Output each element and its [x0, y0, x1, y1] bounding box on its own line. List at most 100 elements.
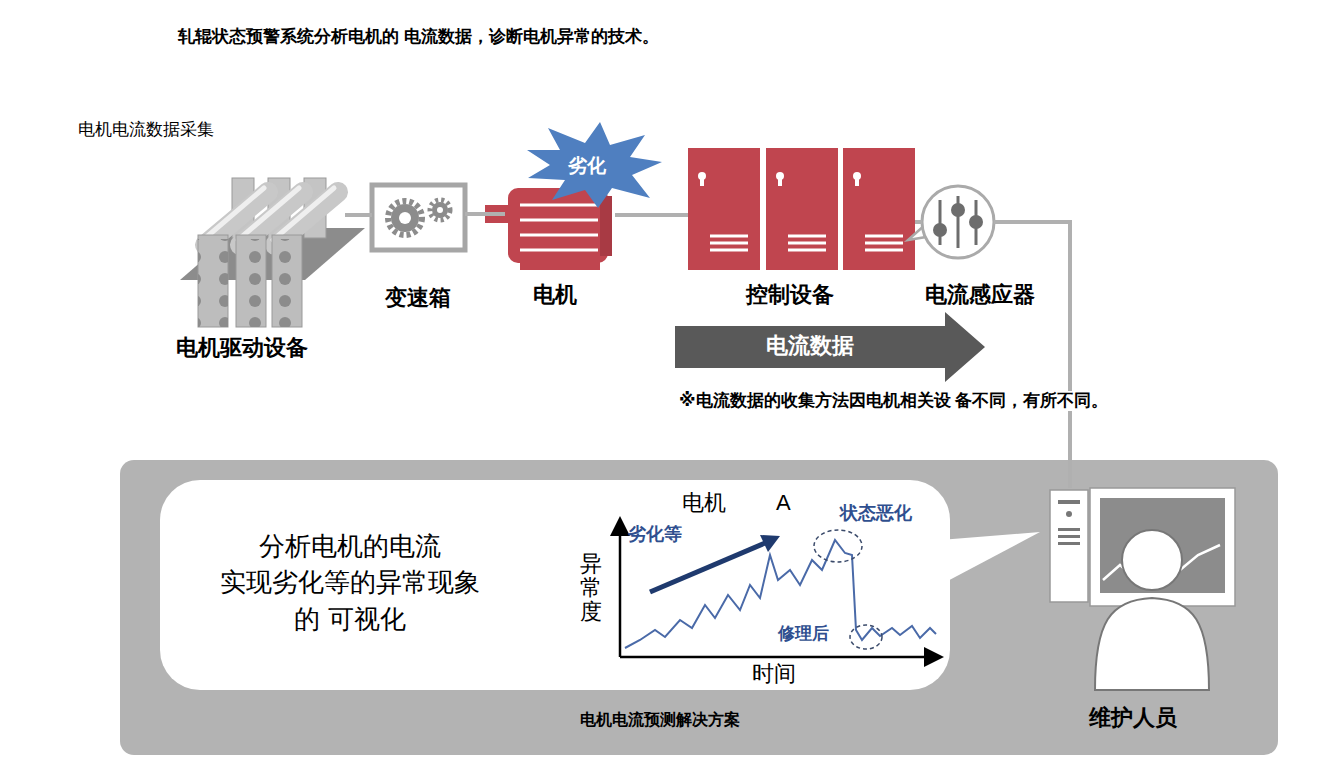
- roller-drive-illustration-part: [273, 188, 334, 240]
- control-cabinet-illustration-part-part: [865, 249, 903, 252]
- trend-label: 劣化等: [628, 524, 682, 546]
- computer-illustration: [1050, 488, 1235, 606]
- drive-equipment: 电机驱动设备: [180, 170, 345, 330]
- solution-panel-part: [120, 460, 1278, 755]
- speech-bubble: 分析电机的电流 实现劣化等的异常现象 的 可视化: [160, 480, 950, 690]
- anomaly-chart-part: [625, 540, 936, 648]
- roller-drive-illustration: [180, 178, 365, 327]
- control-cabinet-illustration-part: [855, 176, 859, 186]
- node-label: 变速箱: [383, 285, 453, 311]
- annotation: 修理后: [778, 624, 829, 644]
- motor-illustration-part: [520, 204, 598, 207]
- node-label: 电机驱动设备: [174, 335, 310, 361]
- control-cabinet-illustration-part: [710, 236, 903, 250]
- anomaly-chart-part: [760, 535, 780, 552]
- roller-drive-illustration-part: [198, 239, 228, 327]
- computer-illustration-part: [1180, 545, 1220, 570]
- page-title: 轧辊状态预警系统分析电机的 电流数据，诊断电机异常的技术。: [175, 27, 662, 47]
- anomaly-chart-part: [814, 530, 862, 562]
- control-cabinet-illustration-part-part: [788, 249, 826, 252]
- current-sensor-illustration-part-part: [939, 200, 942, 245]
- motor: 电机: [505, 182, 615, 272]
- signal-line: [915, 220, 922, 224]
- gearbox-illustration-part: [437, 207, 443, 213]
- speech-bubble-part: [940, 532, 1040, 585]
- degradation-burst-part: [527, 122, 662, 208]
- speech-bubble: [160, 480, 1040, 690]
- roller-drive-illustration-part: [203, 188, 264, 240]
- node-body-text: 分析电机的电流 实现劣化等的异常现象 的 可视化: [205, 528, 495, 637]
- roller-drive-illustration-part: [236, 235, 266, 327]
- computer-illustration-part: [1058, 528, 1080, 531]
- node-label: 电机电流预测解决方案: [580, 710, 740, 729]
- motor-illustration-part: [600, 196, 612, 256]
- degradation-burst: 劣化: [540, 145, 635, 190]
- control-cabinet-illustration-part-part: [788, 235, 826, 238]
- section-label: 电机电流数据采集: [75, 120, 217, 140]
- chart-title: A: [776, 490, 791, 516]
- anomaly-chart: [620, 520, 940, 657]
- solution-panel: [120, 460, 1278, 755]
- signal-line: [465, 212, 505, 216]
- anomaly-chart-part: [620, 656, 940, 659]
- current-sensor-illustration-part: [951, 203, 965, 217]
- current-sensor-illustration-part: [933, 223, 947, 237]
- signal-line: [345, 213, 372, 217]
- gearbox-illustration-part: [391, 204, 419, 232]
- signal-line: [615, 213, 688, 217]
- data-arrow-shape-part: [675, 312, 985, 382]
- control-cabinet-illustration-part-part: [710, 242, 748, 245]
- chart-title: 电机: [682, 490, 726, 516]
- control-cabinet: 控制设备: [688, 148, 915, 270]
- roller-drive-illustration-part: [272, 239, 302, 327]
- gearbox-illustration-part: [388, 201, 422, 235]
- footnote: ※电流数据的收集方法因电机相关设 备不同，有所不同。: [676, 391, 1111, 411]
- node-label: 电机: [531, 282, 579, 308]
- gearbox-illustration: [372, 185, 465, 250]
- maintainer-figure-part: [1122, 530, 1182, 590]
- control-cabinet-illustration-part: [843, 148, 915, 270]
- roller-drive-illustration-part: [272, 235, 302, 327]
- computer-illustration-part: [1090, 488, 1235, 606]
- signal-line: [994, 222, 1070, 488]
- control-cabinet-illustration-part-part: [865, 235, 903, 238]
- speech-bubble-part: [160, 480, 950, 690]
- computer-illustration-part: [1050, 490, 1088, 602]
- control-cabinet-illustration-part-part: [710, 249, 748, 252]
- gearbox-illustration-part: [399, 212, 411, 224]
- gearbox-illustration-part: [372, 185, 465, 250]
- current-sensor-illustration-part: [922, 186, 994, 258]
- roller-drive-illustration-part: [236, 239, 266, 327]
- control-cabinet-illustration-part-part: [710, 235, 748, 238]
- computer-illustration-part: [1058, 500, 1080, 504]
- control-cabinet-illustration: [688, 148, 915, 270]
- annotation: 状态恶化: [840, 503, 912, 525]
- node-label: 劣化: [568, 155, 606, 178]
- node-label: 电流感应器: [923, 282, 1037, 308]
- node-label: 电流数据: [766, 333, 854, 359]
- motor-illustration-part: [520, 234, 598, 237]
- data-arrow-shape: [675, 312, 985, 382]
- anomaly-chart-part: [650, 543, 765, 592]
- current-sensor: 电流感应器: [922, 186, 994, 258]
- computer-illustration-part: [1058, 542, 1080, 545]
- node-label: 维护人员: [1089, 705, 1177, 731]
- computer-illustration-part: [1100, 498, 1225, 593]
- current-sensor-illustration-part: [969, 215, 983, 229]
- roller-drive-illustration-part: [198, 235, 228, 327]
- control-cabinet-illustration-part: [778, 176, 782, 186]
- motor-illustration-part: [520, 249, 598, 252]
- maintainer: 维护人员: [1048, 488, 1238, 693]
- data-arrow: 电流数据: [675, 326, 945, 368]
- anomaly-chart-part: [850, 625, 882, 649]
- control-cabinet-illustration-part-part: [865, 242, 903, 245]
- control-cabinet-illustration-part: [766, 148, 838, 270]
- gearbox: 变速箱: [372, 185, 465, 250]
- axis-label: 时间: [752, 661, 796, 687]
- computer-illustration-part: [1066, 511, 1072, 517]
- maintainer-figure: [1095, 530, 1209, 690]
- anomaly-chart-part: [619, 520, 622, 657]
- current-sensor-illustration: [908, 186, 994, 258]
